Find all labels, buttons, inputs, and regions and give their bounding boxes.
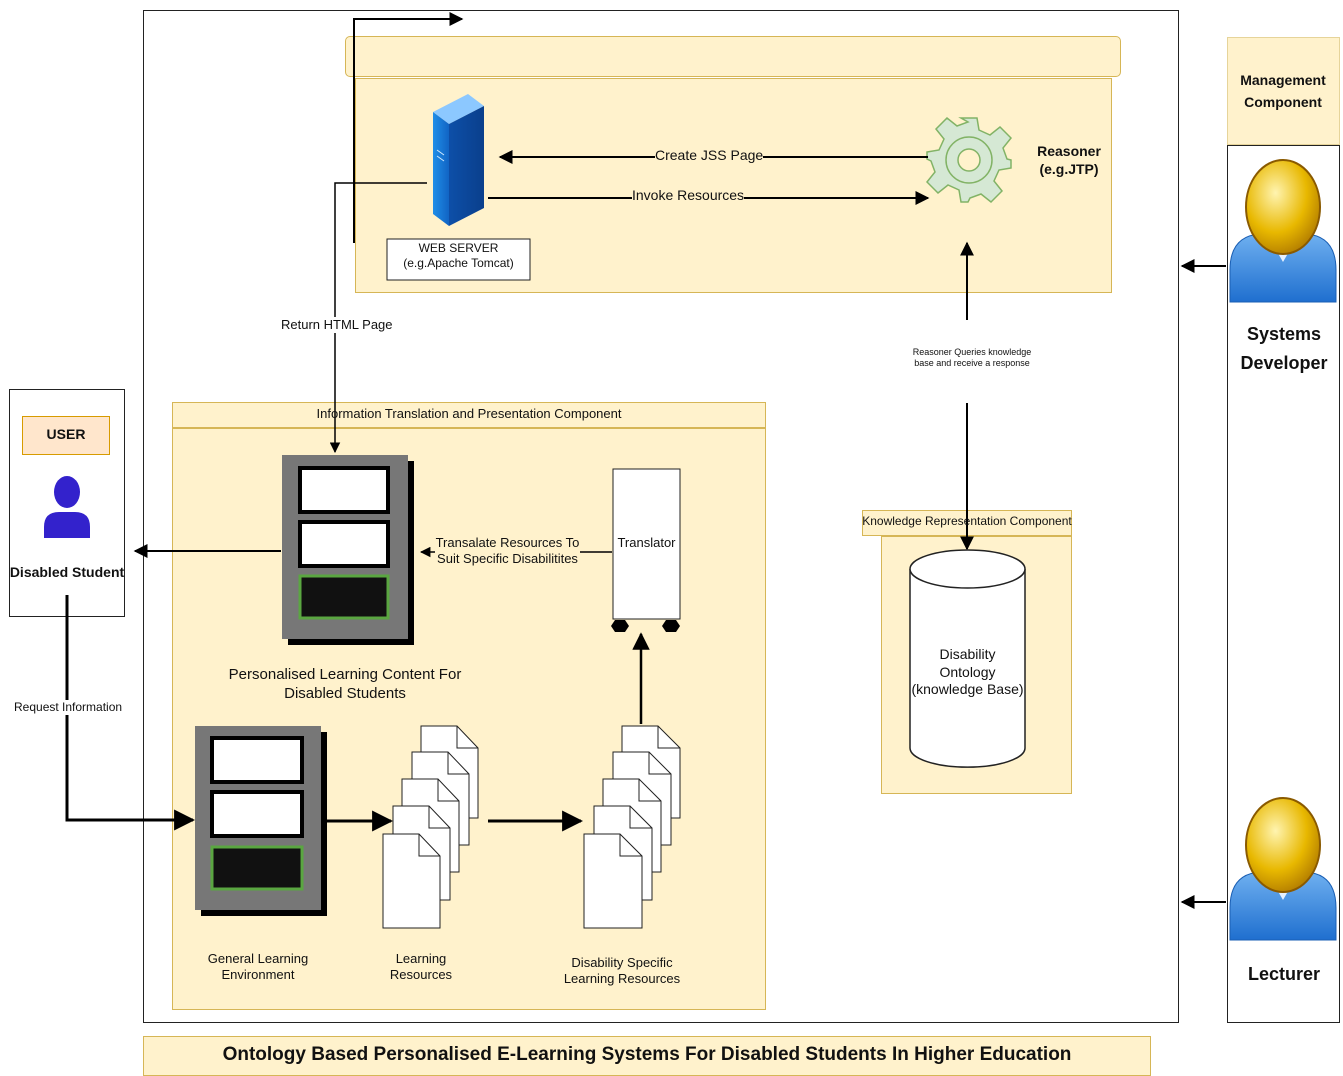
- translator-label: Translator: [617, 535, 676, 550]
- itp-header-label: Information Translation and Presentation…: [316, 406, 622, 421]
- user-header: [22, 416, 110, 455]
- reasoner-label-line2: (e.g.JTP): [1039, 160, 1099, 177]
- reasoner-query-line1: Reasoner Queries knowledge: [912, 347, 1032, 357]
- general-learning-label-line1: General Learning: [207, 951, 309, 966]
- disabled-student-label: Disabled Student: [9, 564, 125, 580]
- create-jss-label: Create JSS Page: [655, 147, 764, 165]
- translator-box: [612, 468, 681, 620]
- learning-resources-docs-icon: [382, 725, 479, 929]
- general-learning-label: General Learning Environment: [188, 951, 328, 984]
- reasoner-query-label: Reasoner Queries knowledge base and rece…: [897, 347, 1047, 370]
- request-information-arrow: [65, 595, 196, 831]
- translate-label: Transalate Resources To Suit Specific Di…: [435, 535, 580, 568]
- systems-developer-icon: [1229, 159, 1337, 303]
- reasoner-query-line2: base and receive a response: [914, 358, 1030, 369]
- translate-label-line1: Transalate Resources To: [435, 535, 580, 550]
- request-information-label: Request Information: [14, 700, 123, 715]
- database-cylinder-icon: [909, 549, 1026, 768]
- disability-resources-docs-icon: [583, 725, 681, 929]
- reasoner-label: Reasoner (e.g.JTP): [1025, 143, 1113, 178]
- personalised-label: Personalised Learning Content For Disabl…: [215, 666, 475, 704]
- diagram-title: Ontology Based Personalised E-Learning S…: [222, 1044, 1072, 1065]
- disability-resources-label-line2: Learning Resources: [563, 971, 681, 987]
- translate-label-line2: Suit Specific Disabilitites: [437, 551, 578, 567]
- disability-resources-label: Disability Specific Learning Resources: [552, 955, 692, 988]
- translator-wheel-right: [662, 620, 680, 632]
- learning-resources-label: Learning Resources: [371, 951, 471, 984]
- general-learning-screen-icon: [195, 726, 327, 916]
- personalised-content-screen-icon: [282, 455, 414, 645]
- learning-resources-label-line2: Resources: [389, 967, 453, 983]
- management-header: [1227, 37, 1340, 145]
- title-bar: [143, 1036, 1151, 1076]
- main-frame: [143, 10, 1179, 1023]
- lecturer-label: Lecturer: [1247, 964, 1321, 984]
- user-header-label: USER: [46, 426, 86, 442]
- systems-developer-label: Systems Developer: [1240, 324, 1328, 373]
- invoke-resources-label: Invoke Resources: [632, 187, 745, 205]
- krc-header-label: Knowledge Representation Component: [862, 514, 1072, 528]
- user-avatar-icon: [44, 476, 90, 538]
- ontology-label-line3: (knowledge Base): [911, 681, 1024, 697]
- learning-resources-label-line1: Learning: [395, 951, 447, 966]
- web-server-label-line1: WEB SERVER: [418, 241, 499, 255]
- ontology-label-line2: Ontology: [939, 663, 996, 680]
- web-server-label: WEB SERVER (e.g.Apache Tomcat): [387, 241, 530, 271]
- lecturer-icon: [1229, 797, 1337, 941]
- web-server-label-box: [386, 238, 531, 281]
- ontology-label: Disability Ontology (knowledge Base): [905, 646, 1030, 699]
- gear-icon: [925, 116, 1013, 204]
- server-panel-header-bar: [345, 36, 1121, 77]
- personalised-label-line1: Personalised Learning Content For: [228, 666, 462, 683]
- translator-wheel-left: [611, 620, 629, 632]
- general-learning-label-line2: Environment: [221, 967, 295, 983]
- itp-panel-header: [172, 402, 766, 428]
- reasoner-label-line1: Reasoner: [1037, 143, 1101, 159]
- web-server-icon: [433, 94, 484, 226]
- disability-resources-label-line1: Disability Specific: [571, 955, 673, 970]
- return-html-label: Return HTML Page: [281, 317, 393, 334]
- management-header-label: Management Component: [1240, 72, 1326, 111]
- return-html-arrow: [329, 182, 427, 454]
- personalised-label-line2: Disabled Students: [284, 684, 406, 702]
- web-server-label-line2: (e.g.Apache Tomcat): [403, 256, 514, 270]
- top-exit-arrow: [353, 12, 464, 243]
- ontology-label-line1: Disability: [939, 646, 996, 662]
